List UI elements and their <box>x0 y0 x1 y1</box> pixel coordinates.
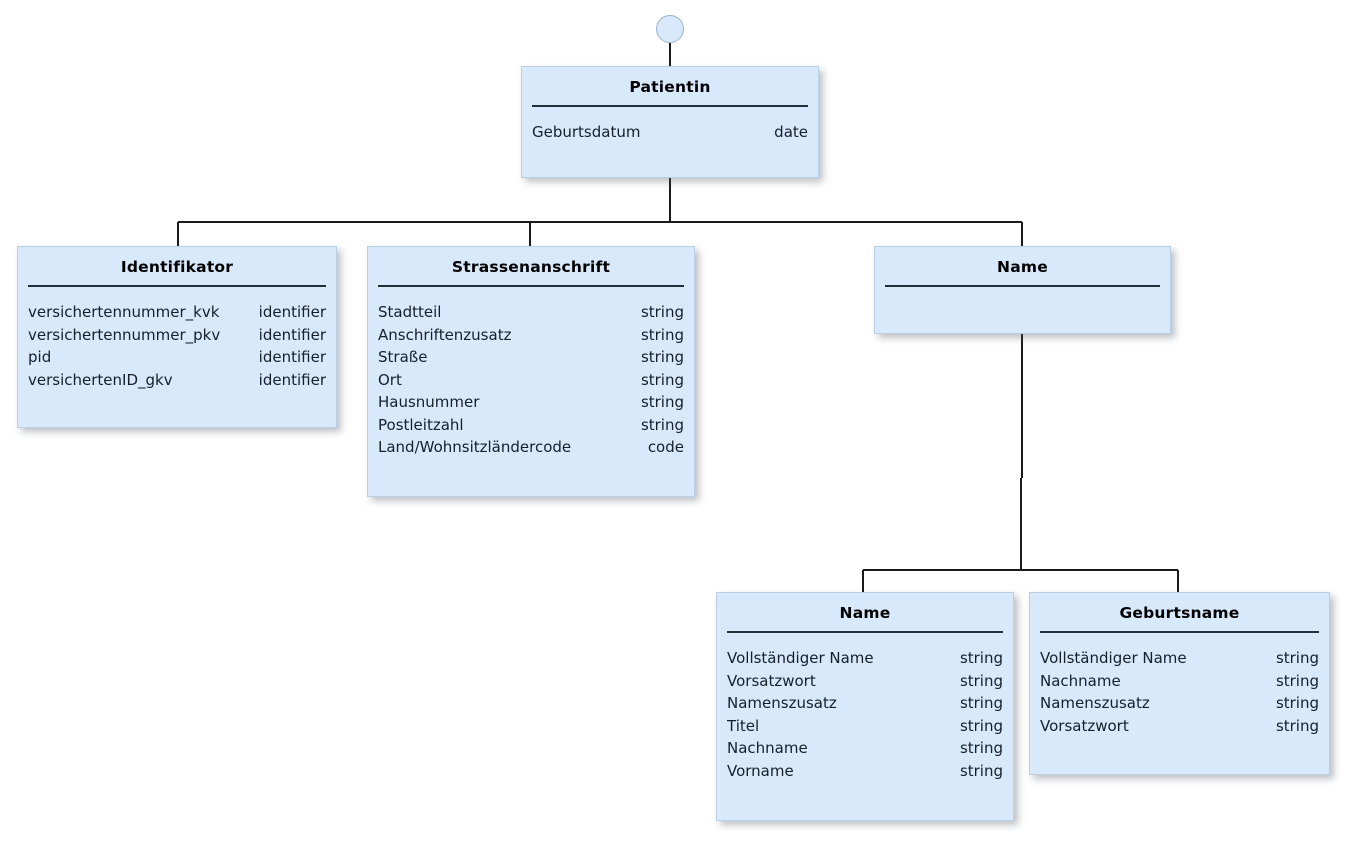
attribute-row: Titel string <box>727 715 1003 738</box>
attribute-type: string <box>959 716 1003 735</box>
attribute-name: Namenszusatz <box>727 694 837 712</box>
attribute-type: string <box>640 393 684 411</box>
attribute-name: Titel <box>727 716 760 735</box>
class-separator <box>378 285 684 287</box>
class-box-patientin[interactable]: Patientin Geburtsdatum date <box>521 66 819 178</box>
attribute-name: Straße <box>378 348 428 366</box>
attribute-type: identifier <box>258 325 326 344</box>
attribute-row: Vorsatzwort string <box>1040 715 1319 738</box>
attribute-type: string <box>959 694 1003 712</box>
attribute-type: string <box>1275 649 1319 667</box>
attribute-row: Vorsatzwort string <box>727 670 1003 693</box>
class-separator <box>727 631 1003 633</box>
attribute-type: string <box>959 761 1003 780</box>
attribute-name: pid <box>28 348 52 366</box>
attribute-row: Postleitzahl string <box>378 414 684 437</box>
class-title-name-detail: Name <box>839 604 891 622</box>
attribute-row: Vollständiger Name string <box>727 647 1003 670</box>
attribute-name: Land/Wohnsitzländercode <box>378 438 572 456</box>
attribute-row: Anschriftenzusatz string <box>378 324 684 347</box>
class-box-name-group[interactable]: Name <box>874 246 1171 334</box>
attribute-row: Straße string <box>378 346 684 369</box>
attribute-type: string <box>1275 716 1319 735</box>
attribute-row: Nachname string <box>727 737 1003 760</box>
attribute-type: string <box>640 303 684 321</box>
attribute-type: date <box>774 123 808 141</box>
attribute-type: string <box>1275 694 1319 712</box>
attribute-name: Nachname <box>1040 671 1121 690</box>
attribute-name: versichertenID_gkv <box>28 370 173 389</box>
class-title-patientin: Patientin <box>629 78 711 96</box>
attribute-name: versichertennummer_pkv <box>28 325 221 344</box>
attribute-row: Vorname string <box>727 760 1003 783</box>
attribute-row: Land/Wohnsitzländercode code <box>378 436 684 459</box>
attribute-name: Vorsatzwort <box>727 671 816 690</box>
attribute-type: identifier <box>258 370 326 389</box>
attribute-type: string <box>640 325 684 344</box>
attribute-row: Ort string <box>378 369 684 392</box>
class-box-strassenanschrift[interactable]: Strassenanschrift Stadtteil string Ansch… <box>367 246 695 497</box>
attribute-list-name-detail: Vollständiger Name string Vorsatzwort st… <box>717 633 1013 792</box>
attribute-row: versichertennummer_pkv identifier <box>28 324 326 347</box>
attribute-type: string <box>640 348 684 366</box>
aggregation-circle-icon <box>656 15 684 43</box>
attribute-type: identifier <box>258 303 326 321</box>
attribute-type: string <box>640 370 684 389</box>
attribute-row: pid identifier <box>28 346 326 369</box>
attribute-row: Namenszusatz string <box>727 692 1003 715</box>
class-title-identifikator: Identifikator <box>120 258 234 276</box>
attribute-name: Vorsatzwort <box>1040 716 1129 735</box>
attribute-name: Vollständiger Name <box>727 649 874 667</box>
attribute-name: Vollständiger Name <box>1040 649 1187 667</box>
attribute-row: Stadtteil string <box>378 301 684 324</box>
class-separator <box>1040 631 1319 633</box>
attribute-name: Ort <box>378 370 402 389</box>
class-separator <box>532 105 808 107</box>
class-separator <box>885 285 1160 287</box>
attribute-name: Vorname <box>727 761 794 780</box>
class-title-geburtsname: Geburtsname <box>1119 604 1240 622</box>
attribute-type: code <box>647 438 684 456</box>
attribute-name: versichertennummer_kvk <box>28 303 220 321</box>
attribute-type: string <box>959 671 1003 690</box>
class-box-identifikator[interactable]: Identifikator versichertennummer_kvk ide… <box>17 246 337 428</box>
class-title-strassenanschrift: Strassenanschrift <box>451 258 611 276</box>
attribute-row: Geburtsdatum date <box>532 121 808 144</box>
attribute-row: Hausnummer string <box>378 391 684 414</box>
class-box-geburtsname[interactable]: Geburtsname Vollständiger Name string Na… <box>1029 592 1330 775</box>
attribute-name: Geburtsdatum <box>532 123 641 141</box>
attribute-row: versichertennummer_kvk identifier <box>28 301 326 324</box>
attribute-name: Stadtteil <box>378 303 442 321</box>
attribute-name: Hausnummer <box>378 393 480 411</box>
class-separator <box>28 285 326 287</box>
attribute-name: Anschriftenzusatz <box>378 325 512 344</box>
class-box-name-detail[interactable]: Name Vollständiger Name string Vorsatzwo… <box>716 592 1014 821</box>
attribute-row: Namenszusatz string <box>1040 692 1319 715</box>
attribute-type: string <box>959 739 1003 757</box>
attribute-row: versichertenID_gkv identifier <box>28 369 326 392</box>
attribute-type: string <box>959 649 1003 667</box>
attribute-type: string <box>1275 671 1319 690</box>
attribute-type: string <box>640 415 684 434</box>
class-title-name-group: Name <box>997 258 1048 276</box>
attribute-row: Nachname string <box>1040 670 1319 693</box>
attribute-type: identifier <box>258 348 326 366</box>
attribute-name: Nachname <box>727 739 808 757</box>
attribute-name: Namenszusatz <box>1040 694 1150 712</box>
attribute-row: Vollständiger Name string <box>1040 647 1319 670</box>
attribute-list-patientin: Geburtsdatum date <box>522 107 818 154</box>
attribute-list-strassenanschrift: Stadtteil string Anschriftenzusatz strin… <box>368 287 694 469</box>
attribute-list-identifikator: versichertennummer_kvk identifier versic… <box>18 287 336 401</box>
attribute-list-geburtsname: Vollständiger Name string Nachname strin… <box>1030 633 1329 747</box>
attribute-name: Postleitzahl <box>378 415 464 434</box>
